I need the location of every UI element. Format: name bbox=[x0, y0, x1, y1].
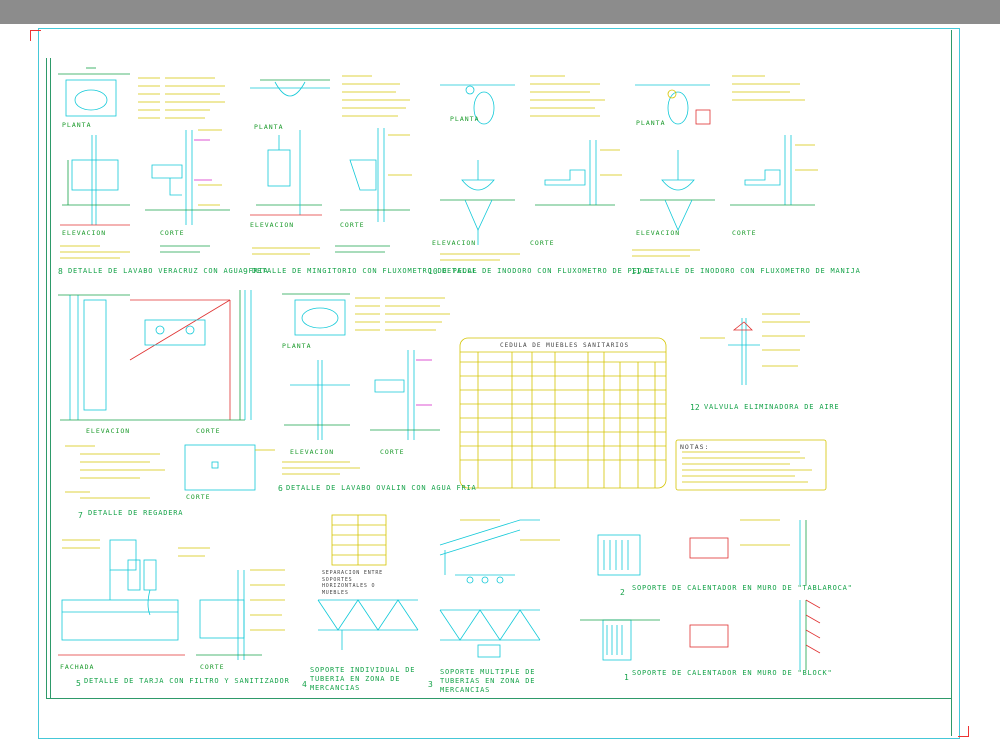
detail-2-title: SOPORTE DE CALENTADOR EN MURO DE "TABLAR… bbox=[632, 584, 853, 592]
separation-table-title: SEPARACION ENTRE SOPORTES HORIZONTALES O… bbox=[322, 570, 383, 596]
detail-5-title: DETALLE DE TARJA CON FILTRO Y SANITIZADO… bbox=[84, 677, 290, 685]
frame-line-left bbox=[46, 58, 47, 698]
detail-12-number: 12 bbox=[690, 403, 700, 412]
label-corte-9: CORTE bbox=[340, 221, 365, 229]
label-corte-7b: CORTE bbox=[186, 493, 211, 501]
label-elevacion-6: ELEVACION bbox=[290, 448, 335, 456]
crop-mark-bottom-right bbox=[958, 726, 969, 737]
detail-9-title: DETALLE DE MINGITORIO CON FLUXOMETRO DE … bbox=[252, 267, 478, 275]
crop-mark-top-left bbox=[30, 30, 41, 41]
detail-11-title: DETALLE DE INODORO CON FLUXOMETRO DE MAN… bbox=[645, 267, 861, 275]
detail-3-soporte-multiple bbox=[439, 519, 560, 658]
label-corte-5: CORTE bbox=[200, 663, 225, 671]
label-elevacion-8: ELEVACION bbox=[62, 229, 107, 237]
drawing-sheet-border bbox=[38, 28, 960, 739]
detail-5-tarja bbox=[58, 539, 285, 660]
detail-2-number: 2 bbox=[620, 588, 625, 597]
detail-3-title: SOPORTE MULTIPLE DE TUBERIAS EN ZONA DE … bbox=[440, 668, 536, 695]
detail-10-number: 10 bbox=[428, 267, 438, 276]
label-planta-9: PLANTA bbox=[254, 123, 284, 131]
viewer-top-bar bbox=[0, 0, 1000, 24]
label-elevacion-9: ELEVACION bbox=[250, 221, 295, 229]
frame-line-left-inner bbox=[50, 58, 51, 698]
detail-11-inodoro-manija bbox=[632, 75, 818, 257]
detail-8-title: DETALLE DE LAVABO VERACRUZ CON AGUA FRIA bbox=[68, 267, 269, 275]
label-fachada-5: FACHADA bbox=[60, 663, 95, 671]
label-elevacion-7: ELEVACION bbox=[86, 427, 131, 435]
schedule-table-title: CEDULA DE MUEBLES SANITARIOS bbox=[500, 342, 630, 349]
detail-7-number: 7 bbox=[78, 511, 83, 520]
label-planta-11: PLANTA bbox=[636, 119, 666, 127]
label-planta-10: PLANTA bbox=[450, 115, 480, 123]
frame-line-bottom bbox=[46, 698, 951, 699]
detail-7-regadera bbox=[58, 290, 275, 499]
detail-6-number: 6 bbox=[278, 484, 283, 493]
detail-4-title: SOPORTE INDIVIDUAL DE TUBERIA EN ZONA DE… bbox=[310, 666, 416, 693]
label-corte-11: CORTE bbox=[732, 229, 757, 237]
detail-3-number: 3 bbox=[428, 680, 433, 689]
label-elevacion-10: ELEVACION bbox=[432, 239, 477, 247]
label-corte-7a: CORTE bbox=[196, 427, 221, 435]
detail-1-soporte-block bbox=[580, 599, 821, 670]
detail-11-number: 11 bbox=[631, 267, 641, 276]
detail-4-number: 4 bbox=[302, 680, 307, 689]
label-corte-6: CORTE bbox=[380, 448, 405, 456]
detail-1-title: SOPORTE DE CALENTADOR EN MURO DE "BLOCK" bbox=[632, 669, 833, 677]
detail-6-lavabo-ovalin bbox=[282, 293, 450, 475]
detail-9-mingitorio bbox=[250, 75, 412, 255]
detail-4-soporte-individual bbox=[317, 514, 419, 650]
detail-1-number: 1 bbox=[624, 673, 629, 682]
label-elevacion-11: ELEVACION bbox=[636, 229, 681, 237]
detail-10-inodoro-pedal bbox=[440, 75, 622, 261]
label-planta-6: PLANTA bbox=[282, 342, 312, 350]
detail-8-lavabo-veracruz bbox=[58, 67, 230, 259]
detail-5-number: 5 bbox=[76, 679, 81, 688]
detail-2-soporte-tablaroca bbox=[597, 519, 807, 585]
detail-6-title: DETALLE DE LAVABO OVALIN CON AGUA FRIA bbox=[286, 484, 477, 492]
detail-9-number: 9 bbox=[243, 267, 248, 276]
notes-title: NOTAS: bbox=[680, 443, 710, 451]
detail-12-title: VALVULA ELIMINADORA DE AIRE bbox=[704, 403, 840, 411]
frame-line-right bbox=[951, 30, 952, 736]
detail-7-title: DETALLE DE REGADERA bbox=[88, 509, 184, 517]
label-planta-8: PLANTA bbox=[62, 121, 92, 129]
schedule-table bbox=[459, 337, 667, 489]
label-corte-10: CORTE bbox=[530, 239, 555, 247]
notes-box bbox=[675, 439, 827, 491]
detail-8-number: 8 bbox=[58, 267, 63, 276]
detail-10-title: DETALLE DE INODORO CON FLUXOMETRO DE PED… bbox=[442, 267, 653, 275]
label-corte-8: CORTE bbox=[160, 229, 185, 237]
detail-12-air-valve bbox=[700, 313, 810, 385]
